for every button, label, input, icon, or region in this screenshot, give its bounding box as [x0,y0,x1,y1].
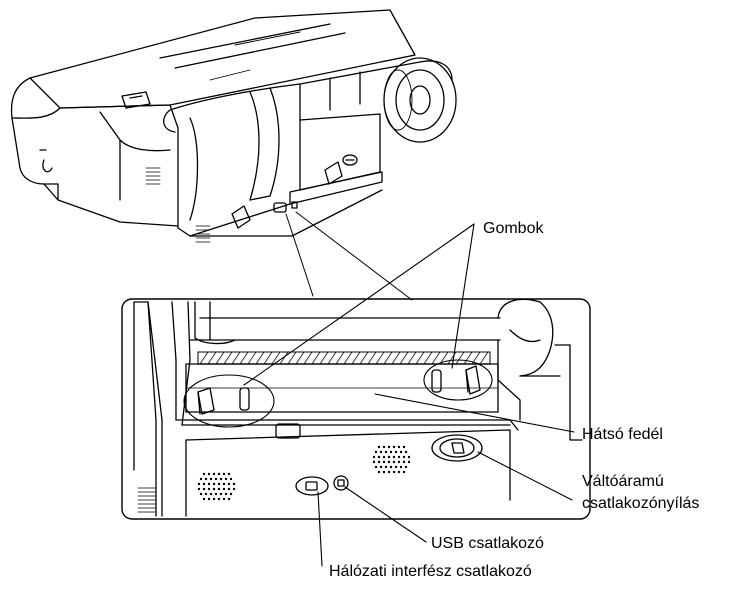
vent-dots [197,445,411,501]
leader-ac-inlet [477,451,573,501]
leader-buttons-left [243,223,475,386]
label-network: Hálózati interfész csatlakozó [329,563,532,580]
label-usb: USB csatlakozó [431,535,544,552]
leader-network [317,491,323,567]
leader-usb [344,486,427,543]
zoom-line-right [295,211,413,301]
leader-rear-cover [374,393,575,433]
label-ac-inlet-line1: Váltóáramú [582,473,664,490]
hatch-pattern [199,351,489,365]
label-rear-cover: Hátsó fedél [582,426,663,443]
printer-overview [10,9,457,243]
detail-frame [121,298,591,520]
leader-buttons-right [451,223,475,369]
label-buttons: Gombok [483,220,544,237]
label-ac-inlet-line2: csatlakozónyílás [582,495,700,512]
printer-detail [133,298,583,517]
zoom-line-left [285,213,314,297]
leader-lines [243,223,575,567]
